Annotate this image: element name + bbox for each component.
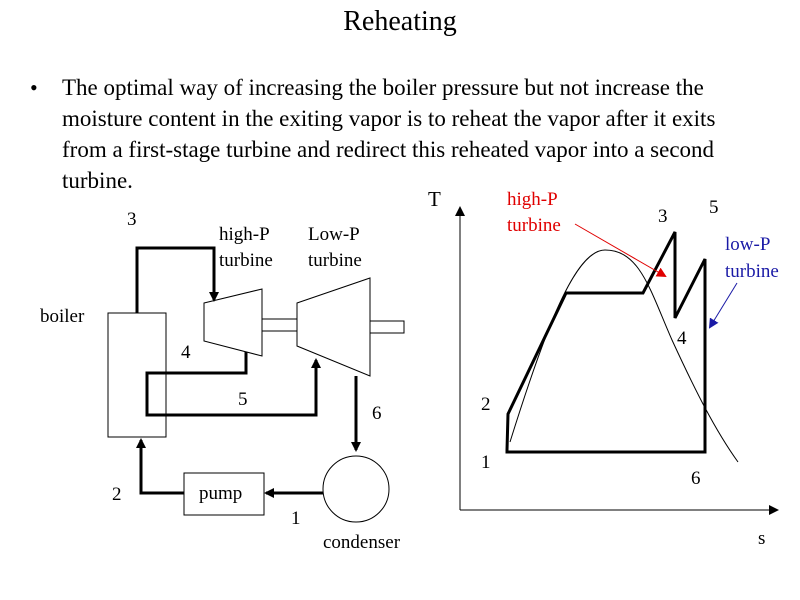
condenser-label: condenser [323,532,401,553]
bullet-icon: • [30,75,38,100]
schematic-high-p-label-line1: high-P [219,224,270,245]
pipe-state-2 [136,438,184,495]
pipe-state-3 [135,246,219,313]
schematic-low-p-label-line2: turbine [308,250,362,271]
ts-low-p-label-line2: turbine [725,261,779,282]
pipe-state-5 [166,358,321,417]
schematic-state-5: 5 [238,389,248,410]
output-shaft [369,320,405,334]
pipe-state-4 [145,352,248,417]
low-p-turbine [296,277,371,377]
schematic-state-2: 2 [112,484,122,505]
schematic-state-4: 4 [181,342,191,363]
schematic-state-3: 3 [127,209,137,230]
ts-state-2: 2 [481,394,491,415]
pump-label: pump [199,483,242,504]
turbine-shaft [261,318,298,332]
ts-low-p-label-line1: low-P [725,234,770,255]
bullet-text: The optimal way of increasing the boiler… [62,75,716,193]
bullet-item: • The optimal way of increasing the boil… [30,72,780,196]
reheat-cycle-path [505,231,707,454]
boiler-box [107,312,167,438]
schematic-state-6: 6 [372,403,382,424]
ts-state-4: 4 [677,328,687,349]
ts-state-6: 6 [691,468,701,489]
cycle-schematic: boiler high-P turbine Low-P turbine cond… [40,209,405,553]
schematic-high-p-label-line2: turbine [219,250,273,271]
t-axis-label: T [428,187,441,211]
schematic-state-1: 1 [291,508,301,529]
ts-high-p-label-line2: turbine [507,215,561,236]
ts-state-3: 3 [658,206,668,227]
slide-title: Reheating [343,6,457,37]
high-p-turbine [203,288,263,357]
ts-state-5: 5 [709,197,719,218]
schematic-low-p-label-line1: Low-P [308,224,360,245]
boiler-label: boiler [40,306,85,327]
ts-diagram: T s 1 2 3 4 5 6 high-P turbine low-P tur… [428,187,779,549]
ts-state-1: 1 [481,452,491,473]
condenser [322,455,390,523]
low-p-pointer-arrow [708,282,738,329]
ts-high-p-label-line1: high-P [507,189,558,210]
high-p-pointer-arrow [574,223,667,278]
s-axis-label: s [758,528,765,549]
pump-box [183,472,265,516]
